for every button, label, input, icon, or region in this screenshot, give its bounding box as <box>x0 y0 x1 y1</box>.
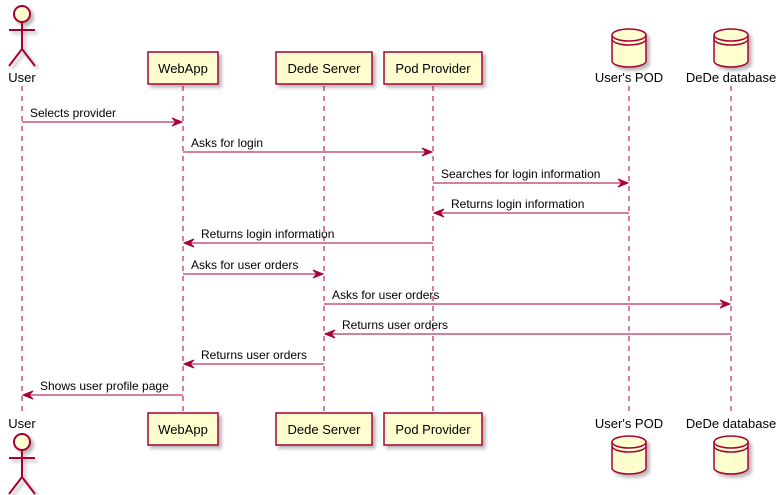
message-label: Selects provider <box>30 106 116 120</box>
participant-box <box>147 412 219 446</box>
message-5: Returns login information <box>182 227 433 248</box>
message-label: Returns user orders <box>201 348 307 362</box>
participant-label: User <box>8 416 36 431</box>
actor-icon <box>8 433 36 495</box>
participant-label: Pod Provider <box>395 422 471 437</box>
participant-box <box>147 51 219 85</box>
message-label: Returns login information <box>201 227 334 241</box>
database-cylinder-icon <box>713 435 749 475</box>
message-9: Returns user orders <box>182 348 324 369</box>
participant-webapp-bottom: WebApp <box>147 412 219 446</box>
participant-pod-provider-top: Pod Provider <box>383 51 483 85</box>
participant-user-bottom: User <box>8 416 36 495</box>
participant-label: Pod Provider <box>395 61 471 76</box>
message-7: Asks for user orders <box>324 288 732 309</box>
message-label: Searches for login information <box>441 167 600 181</box>
participant-webapp-top: WebApp <box>147 51 219 85</box>
message-label: Asks for user orders <box>191 258 298 272</box>
participant-users-pod-bottom: User's POD <box>595 416 663 475</box>
participant-dede-server-top: Dede Server <box>275 51 373 85</box>
participant-dede-db-top: DeDe database <box>686 28 776 85</box>
message-arrowhead <box>421 147 434 157</box>
message-label: Returns user orders <box>342 318 448 332</box>
message-4: Returns login information <box>432 197 629 218</box>
participant-label: DeDe database <box>686 416 776 431</box>
message-arrowhead <box>182 359 195 369</box>
participant-box <box>275 51 373 85</box>
participant-users-pod-top: User's POD <box>595 28 663 85</box>
participant-label: Dede Server <box>288 422 362 437</box>
message-arrowhead <box>323 329 336 339</box>
database-cylinder-icon <box>611 435 647 475</box>
message-label: Asks for login <box>191 136 263 150</box>
database-cylinder-icon <box>713 28 749 68</box>
message-6: Asks for user orders <box>183 258 325 279</box>
participant-label: User <box>8 70 36 85</box>
message-8: Returns user orders <box>323 318 731 339</box>
message-label: Shows user profile page <box>40 379 169 393</box>
message-1: Selects provider <box>22 106 184 127</box>
participant-box <box>383 51 483 85</box>
message-arrowhead <box>719 299 732 309</box>
message-arrowhead <box>617 178 630 188</box>
participant-label: User's POD <box>595 70 663 85</box>
participant-dede-server-bottom: Dede Server <box>275 412 373 446</box>
participant-dede-db-bottom: DeDe database <box>686 416 776 475</box>
message-arrowhead <box>171 117 184 127</box>
participant-label: Dede Server <box>288 61 362 76</box>
message-label: Asks for user orders <box>332 288 439 302</box>
participant-label: WebApp <box>158 422 208 437</box>
message-arrowhead <box>182 238 195 248</box>
message-arrowhead <box>432 208 445 218</box>
participant-box <box>275 412 373 446</box>
message-10: Shows user profile page <box>21 379 183 400</box>
participant-label: DeDe database <box>686 70 776 85</box>
participant-box <box>383 412 483 446</box>
participant-pod-provider-bottom: Pod Provider <box>383 412 483 446</box>
message-3: Searches for login information <box>433 167 630 188</box>
message-2: Asks for login <box>183 136 434 157</box>
participant-label: User's POD <box>595 416 663 431</box>
participant-user-top: User <box>8 5 36 85</box>
message-label: Returns login information <box>451 197 584 211</box>
message-arrowhead <box>312 269 325 279</box>
message-arrowhead <box>21 390 34 400</box>
actor-icon <box>8 5 36 67</box>
participant-label: WebApp <box>158 61 208 76</box>
database-cylinder-icon <box>611 28 647 68</box>
